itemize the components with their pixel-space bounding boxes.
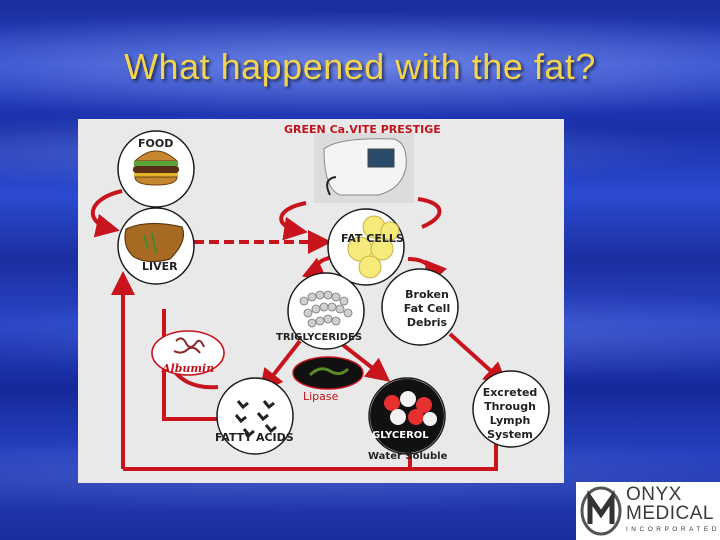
fat-cells-label: FAT CELLS bbox=[341, 232, 404, 245]
fatty-acids-label: FATTY ACIDS bbox=[215, 431, 294, 444]
water-soluble-label: Water Soluble bbox=[368, 451, 447, 462]
logo-line-3: INCORPORATED bbox=[626, 526, 720, 533]
excreted-label: Excreted Through Lymph System bbox=[476, 386, 544, 442]
food-label: FOOD bbox=[138, 137, 173, 150]
albumin-label: Albumin bbox=[162, 362, 214, 375]
device-title: GREEN Ca.VITE PRESTIGE bbox=[284, 123, 441, 136]
logo-line-2: MEDICAL bbox=[626, 503, 714, 525]
lipase-badge bbox=[293, 357, 363, 389]
device-image bbox=[314, 133, 414, 203]
fat-process-diagram: GREEN Ca.VITE PRESTIGE FOOD LIVER FAT CE… bbox=[78, 119, 564, 483]
triglycerides-label: TRIGLYCERIDES bbox=[276, 332, 362, 343]
glycerol-label: GLYCEROL bbox=[372, 430, 429, 441]
lipase-label: Lipase bbox=[303, 390, 338, 403]
slide-title: What happened with the fat? bbox=[0, 46, 720, 88]
onyx-medical-logo: ONYX MEDICAL INCORPORATED bbox=[576, 482, 720, 540]
liver-label: LIVER bbox=[142, 260, 178, 273]
onyx-m-logo-icon bbox=[580, 486, 622, 536]
broken-debris-label: Broken Fat Cell Debris bbox=[398, 288, 456, 330]
